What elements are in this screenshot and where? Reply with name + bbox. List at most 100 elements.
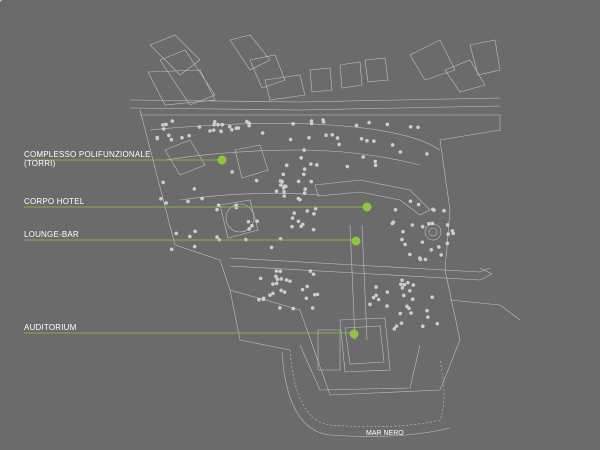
tree-icon <box>408 288 412 293</box>
tree-icon <box>402 293 406 298</box>
tree-icon <box>399 321 404 325</box>
trees <box>155 118 456 331</box>
tree-icon <box>365 138 369 143</box>
tree-icon <box>278 269 283 274</box>
callout-lounge-label: LOUNGE-BAR <box>24 230 79 239</box>
tree-icon <box>390 143 395 147</box>
tree-icon <box>330 133 335 137</box>
tree-icon <box>446 232 450 236</box>
callout-auditorium: AUDITORIUM <box>24 323 77 332</box>
tree-icon <box>418 257 423 262</box>
tree-icon <box>361 155 365 159</box>
tree-icon <box>274 269 279 273</box>
tree-icon <box>368 302 372 307</box>
tree-icon <box>416 125 420 130</box>
tree-icon <box>374 285 378 289</box>
tree-icon <box>161 127 166 131</box>
tree-icon <box>400 278 404 282</box>
tree-icon <box>398 150 403 154</box>
tree-icon <box>213 120 217 124</box>
tree-icon <box>307 135 311 140</box>
tree-icon <box>284 163 289 167</box>
tree-icon <box>409 311 413 315</box>
tree-icon <box>281 172 286 177</box>
tree-icon <box>429 247 434 252</box>
tree-icon <box>278 306 282 310</box>
tree-icon <box>288 137 293 142</box>
tree-icon <box>354 123 359 128</box>
tree-icon <box>408 199 413 204</box>
tree-icon <box>445 223 450 227</box>
tree-icon <box>420 240 425 244</box>
tree-icon <box>215 235 219 239</box>
tree-icon <box>282 184 287 189</box>
marker-lounge <box>351 236 361 246</box>
tree-icon <box>250 224 254 228</box>
tree-icon <box>170 119 175 123</box>
tree-icon <box>430 295 434 300</box>
tree-icon <box>257 297 261 302</box>
tree-icon <box>309 179 314 184</box>
tree-icon <box>420 224 425 229</box>
tree-icon <box>208 129 212 133</box>
tree-icon <box>372 139 376 143</box>
tree-icon <box>420 324 425 329</box>
tree-icon <box>274 274 278 279</box>
tree-icon <box>406 280 410 285</box>
tree-icon <box>180 135 184 140</box>
tree-icon <box>302 148 306 152</box>
tree-icon <box>401 229 405 234</box>
tree-icon <box>373 159 377 164</box>
tree-icon <box>400 237 404 242</box>
tree-icon <box>310 306 315 310</box>
tree-icon <box>400 286 405 290</box>
tree-icon <box>296 219 301 224</box>
tree-icon <box>302 172 306 177</box>
tree-icon <box>410 297 415 302</box>
tree-icon <box>315 292 320 297</box>
tree-icon <box>411 283 416 287</box>
tree-icon <box>385 304 389 308</box>
tree-icon <box>374 293 378 298</box>
tree-icon <box>274 189 279 193</box>
tree-icon <box>439 253 443 257</box>
tree-icon <box>254 178 259 183</box>
tree-icon <box>164 201 168 205</box>
tree-clusters <box>0 0 2 2</box>
tree-icon <box>311 227 316 232</box>
tree-icon <box>216 122 220 127</box>
tree-icon <box>399 282 403 287</box>
tree-icon <box>309 162 313 166</box>
tree-icon <box>308 269 313 273</box>
tree-icon <box>211 128 216 132</box>
tree-icon <box>192 244 197 249</box>
tree-icon <box>188 234 192 239</box>
tree-icon <box>302 167 307 171</box>
tree-icon <box>390 221 395 226</box>
tree-icon <box>247 123 251 128</box>
tree-icon <box>425 152 429 156</box>
tree-icon <box>291 121 295 126</box>
tree-icon <box>282 290 287 294</box>
tree-icon <box>302 191 307 195</box>
tree-icon <box>274 281 279 286</box>
tree-icon <box>290 224 294 229</box>
tree-icon <box>161 123 165 127</box>
tree-icon <box>442 208 446 213</box>
callout-auditorium-label: AUDITORIUM <box>24 323 77 332</box>
tree-icon <box>321 118 325 122</box>
tree-icon <box>445 241 450 246</box>
callout-hotel: CORPO HOTEL <box>24 197 84 206</box>
tree-icon <box>169 137 174 142</box>
tree-icon <box>290 216 295 220</box>
tree-icon <box>402 282 407 287</box>
tree-icon <box>279 288 283 293</box>
tree-icon <box>216 203 221 207</box>
tree-icon <box>244 237 248 242</box>
tree-icon <box>215 207 219 212</box>
tree-icon <box>315 163 319 167</box>
marker-hotel <box>362 202 372 212</box>
tree-icon <box>193 229 197 234</box>
tree-icon <box>261 296 266 301</box>
